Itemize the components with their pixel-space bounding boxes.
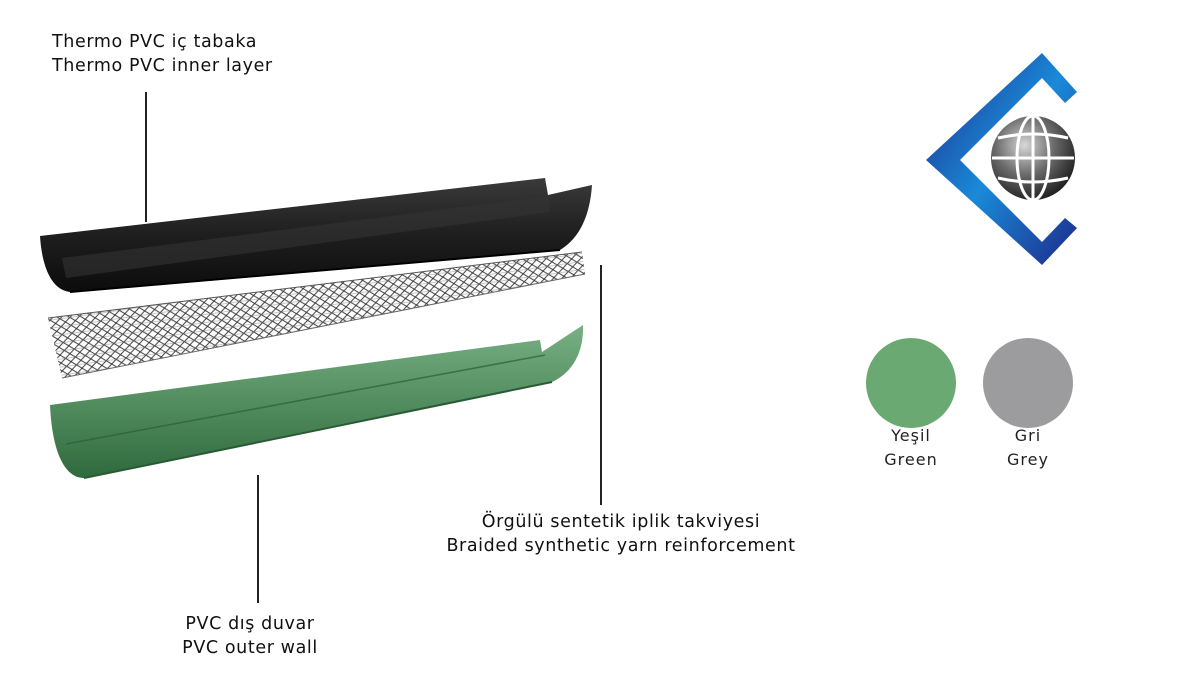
inner-layer-shape	[40, 178, 592, 293]
outer-wall-label-en: PVC outer wall	[182, 638, 318, 658]
color-swatch-grey	[983, 338, 1073, 428]
inner-layer-label-tr: Thermo PVC iç tabaka	[52, 32, 258, 52]
braid-leader-line	[600, 265, 602, 505]
outer-wall-shape	[50, 325, 584, 479]
outer-wall-label: PVC dış duvar PVC outer wall	[160, 612, 340, 660]
inner-layer-label-en: Thermo PVC inner layer	[52, 56, 273, 76]
braid-label-en: Braided synthetic yarn reinforcement	[446, 536, 796, 556]
color-label-grey-en: Grey	[1007, 450, 1049, 469]
outer-wall-leader-line	[257, 475, 259, 603]
color-label-green-en: Green	[884, 450, 938, 469]
color-label-green: Yeşil Green	[856, 424, 966, 472]
braid-label: Örgülü sentetik iplik takviyesi Braided …	[416, 510, 826, 558]
braid-label-tr: Örgülü sentetik iplik takviyesi	[481, 512, 761, 532]
color-label-green-tr: Yeşil	[891, 426, 931, 445]
globe-diamond-logo-icon	[926, 53, 1077, 265]
color-swatch-green	[866, 338, 956, 428]
color-label-grey-tr: Gri	[1014, 426, 1042, 445]
inner-layer-label: Thermo PVC iç tabaka Thermo PVC inner la…	[52, 30, 273, 78]
outer-wall-label-tr: PVC dış duvar	[185, 614, 315, 634]
color-label-grey: Gri Grey	[973, 424, 1083, 472]
inner-layer-leader-line	[145, 92, 147, 222]
